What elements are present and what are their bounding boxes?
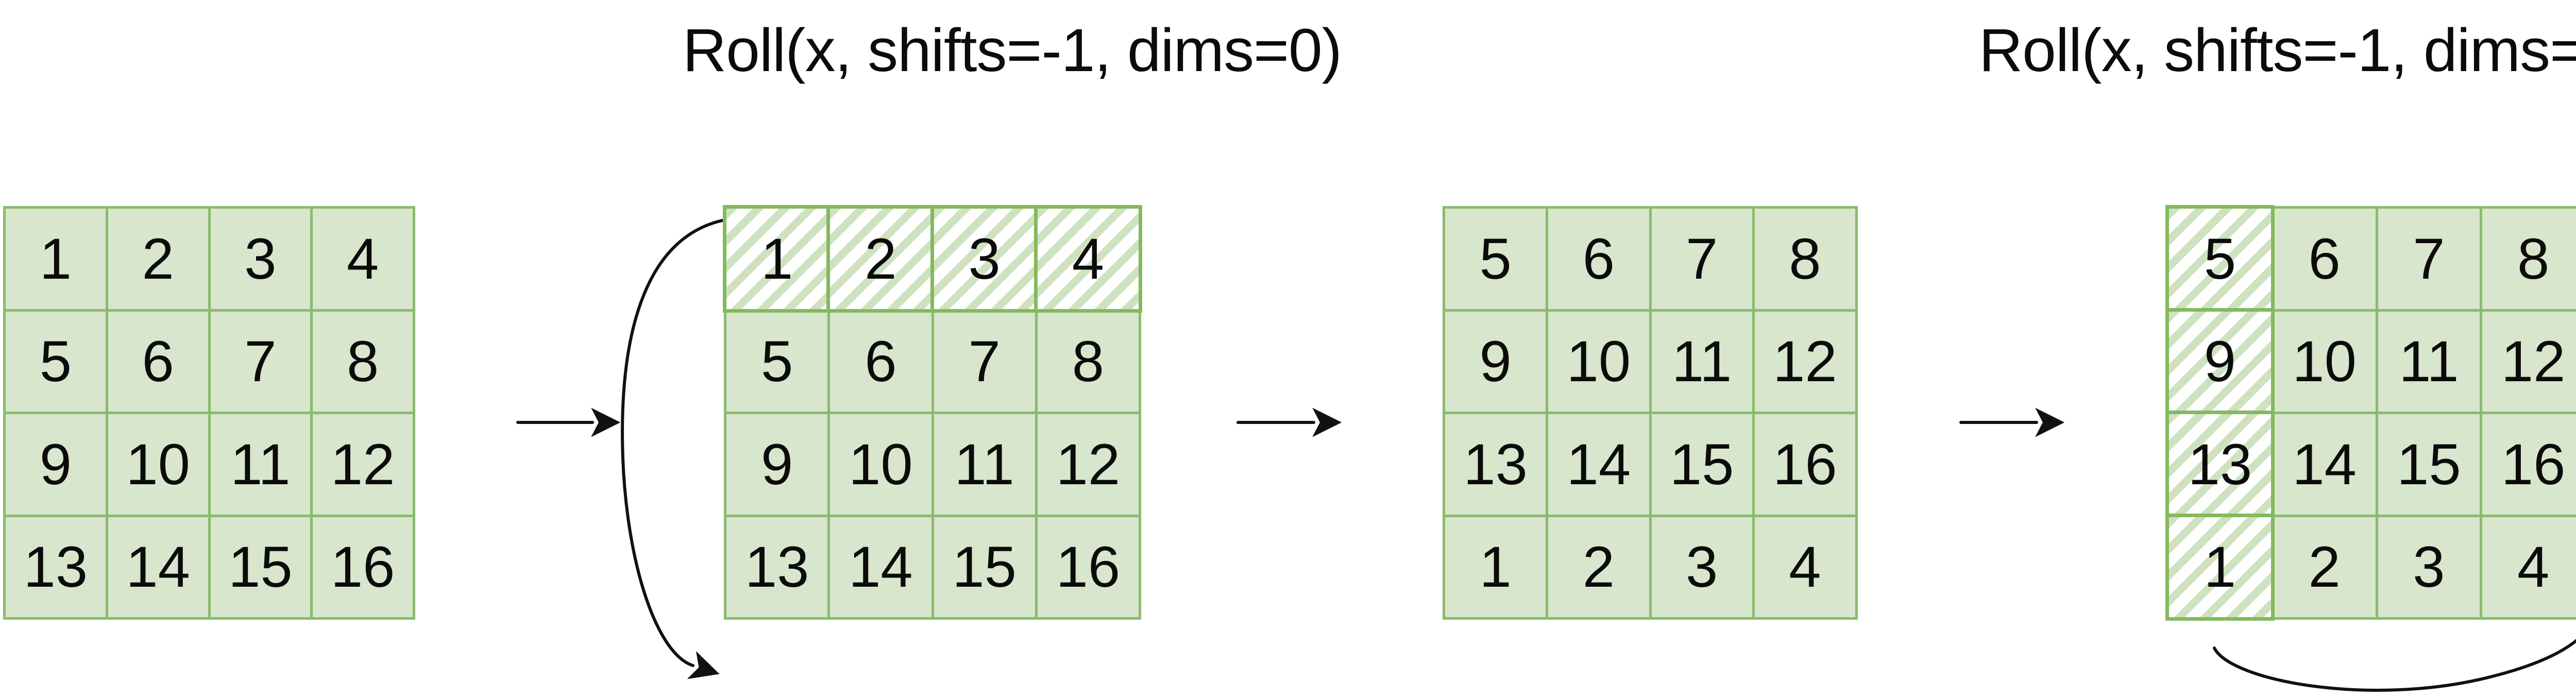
highlighted-matrix-cell: 13 bbox=[2169, 414, 2271, 515]
matrix-cell: 11 bbox=[1651, 311, 1752, 412]
title-roll-dims0: Roll(x, shifts=-1, dims=0) bbox=[683, 16, 1342, 84]
matrix-cell: 10 bbox=[2273, 311, 2376, 412]
matrix-cell: 13 bbox=[726, 517, 828, 617]
matrix-cell: 16 bbox=[2482, 414, 2576, 515]
matrix-cell: 6 bbox=[830, 311, 931, 412]
matrix-cell: 7 bbox=[210, 311, 311, 412]
matrix-cell: 15 bbox=[210, 517, 311, 617]
matrix-cell: 11 bbox=[210, 414, 311, 515]
matrix-cell: 2 bbox=[2273, 517, 2376, 617]
matrix-cell: 11 bbox=[934, 414, 1035, 515]
highlighted-matrix-cell: 2 bbox=[830, 209, 931, 309]
matrix-cell: 9 bbox=[1445, 311, 1546, 412]
matrix-cell: 16 bbox=[313, 517, 413, 617]
matrix-cell: 7 bbox=[2378, 209, 2480, 309]
highlighted-matrix-cell: 1 bbox=[2169, 517, 2271, 617]
highlighted-matrix-cell: 9 bbox=[2169, 311, 2271, 412]
matrix-cell: 3 bbox=[210, 209, 311, 309]
matrix-cell: 12 bbox=[1037, 414, 1139, 515]
matrix-cell: 5 bbox=[1445, 209, 1546, 309]
matrix-cell: 12 bbox=[313, 414, 413, 515]
matrix-cell: 16 bbox=[1037, 517, 1139, 617]
matrix-cell: 16 bbox=[1754, 414, 1855, 515]
matrix-cell: 9 bbox=[726, 414, 828, 515]
matrix-cell: 3 bbox=[1651, 517, 1752, 617]
matrix-cell: 14 bbox=[2273, 414, 2376, 515]
matrix-cell: 4 bbox=[313, 209, 413, 309]
matrix-cell: 7 bbox=[934, 311, 1035, 412]
matrix-cell: 3 bbox=[2378, 517, 2480, 617]
matrix-cell: 2 bbox=[108, 209, 208, 309]
highlighted-matrix-cell: 1 bbox=[726, 209, 828, 309]
matrix-cell: 6 bbox=[1548, 209, 1649, 309]
matrix-cell: 10 bbox=[108, 414, 208, 515]
matrix-cell: 7 bbox=[1651, 209, 1752, 309]
row-wrap-arrow-icon bbox=[620, 219, 724, 679]
matrix-cell: 6 bbox=[2273, 209, 2376, 309]
column-wrap-arrow-icon bbox=[2213, 639, 2576, 692]
matrix-cell: 4 bbox=[2482, 517, 2576, 617]
matrix-cell: 15 bbox=[1651, 414, 1752, 515]
matrix-cell: 14 bbox=[1548, 414, 1649, 515]
matrix-cell: 8 bbox=[2482, 209, 2576, 309]
highlighted-matrix-cell: 3 bbox=[934, 209, 1035, 309]
matrix-cell: 14 bbox=[108, 517, 208, 617]
matrix-cell: 15 bbox=[2378, 414, 2480, 515]
matrix-cell: 9 bbox=[6, 414, 106, 515]
matrix-cell: 6 bbox=[108, 311, 208, 412]
matrix-cell: 11 bbox=[2378, 311, 2480, 412]
matrix-cell: 8 bbox=[1037, 311, 1139, 412]
matrix-cell: 8 bbox=[1754, 209, 1855, 309]
matrix-cell: 12 bbox=[1754, 311, 1855, 412]
title-roll-dims1: Roll(x, shifts=-1, dims=1) bbox=[1979, 16, 2576, 84]
matrix-cell: 5 bbox=[6, 311, 106, 412]
matrix-cell: 4 bbox=[1754, 517, 1855, 617]
matrix-cell: 12 bbox=[2482, 311, 2576, 412]
matrix-cell: 13 bbox=[1445, 414, 1546, 515]
matrix-cell: 14 bbox=[830, 517, 931, 617]
matrix-cell: 10 bbox=[1548, 311, 1649, 412]
highlighted-matrix-cell: 5 bbox=[2169, 209, 2271, 309]
matrix-cell: 13 bbox=[6, 517, 106, 617]
matrix-cell: 15 bbox=[934, 517, 1035, 617]
matrix-cell: 8 bbox=[313, 311, 413, 412]
matrix-cell: 10 bbox=[830, 414, 931, 515]
matrix-cell: 1 bbox=[6, 209, 106, 309]
highlighted-matrix-cell: 4 bbox=[1037, 209, 1139, 309]
matrix-cell: 1 bbox=[1445, 517, 1546, 617]
matrix-cell: 5 bbox=[726, 311, 828, 412]
matrix-cell: 2 bbox=[1548, 517, 1649, 617]
